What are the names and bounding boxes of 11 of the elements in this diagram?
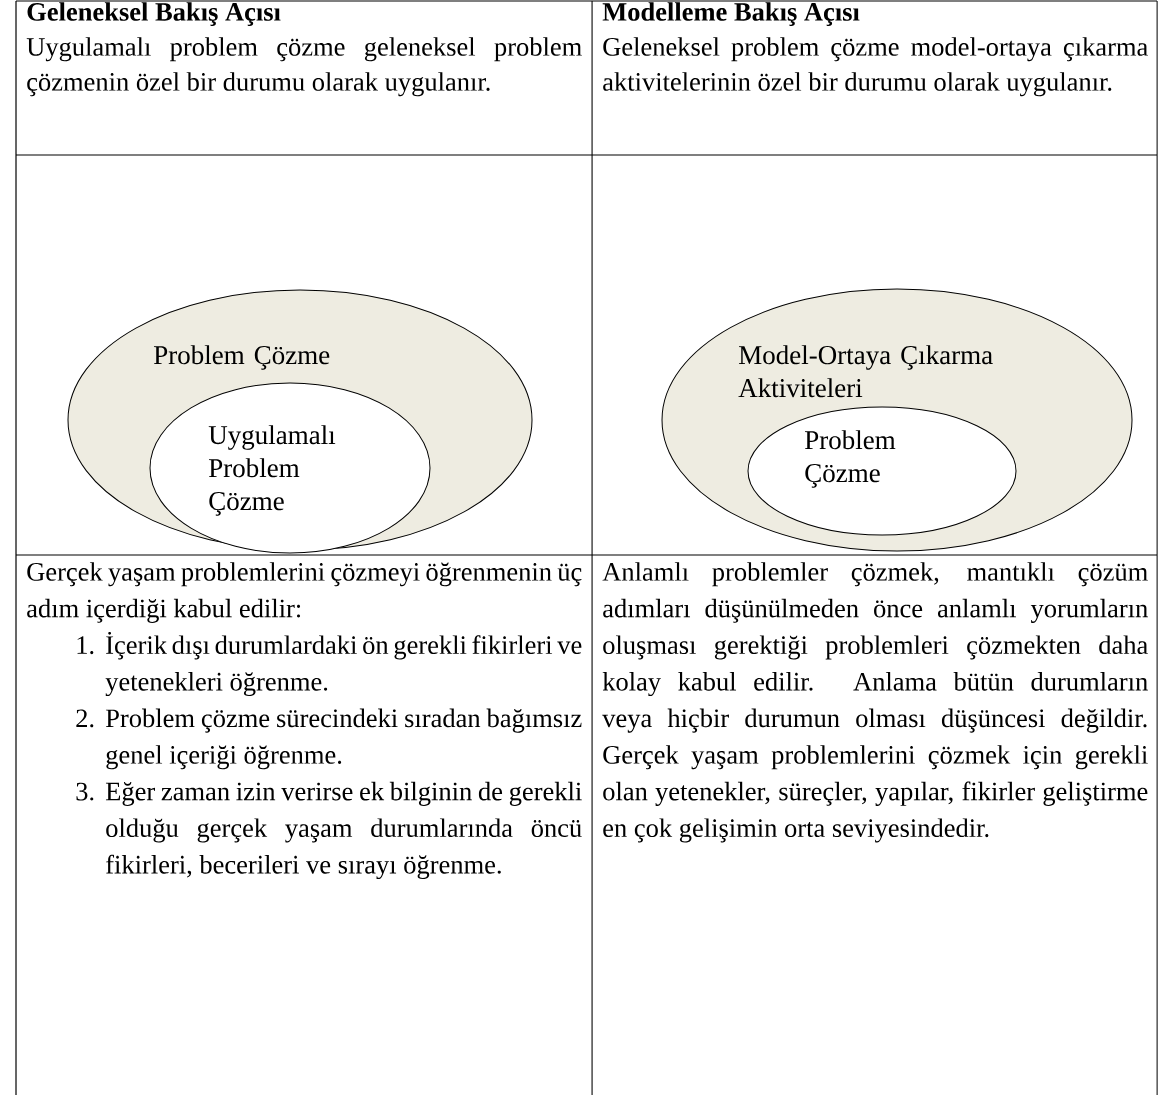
- column-heading: Geleneksel Bakış Açısı: [27, 2, 281, 27]
- list-number: 1.: [77, 636, 94, 655]
- paragraph: Anlamlı problemler çözmek, mantıklı çözüm adımları düşünülmeden önce anlamlı yorumların oluşması gerektiği problemleri çözmekten daha kolay kabul edilir. Anlama bütün durumların veya hiçbir durumun olması düşüncesi değildir. Gerçek yaşam problemlerini çözmek için gerekli olan yetenekler, süreçler, yapılar, fikirler geliştirme en çok gelişimin orta seviyesindedir.: [602, 562, 1148, 843]
- list-item: Problem çözme sürecindeki sıradan bağımsız genel içeriği öğrenme.: [105, 708, 582, 770]
- paragraph: Geleneksel problem çözme model-ortaya çıkarma aktivitelerinin özel bir durumu olarak uygulanır.: [603, 37, 1148, 97]
- list-number: 2.: [76, 709, 94, 728]
- list-number: 3.: [76, 782, 94, 801]
- list-item: Eğer zaman izin verirse ek bilginin de gerekli olduğu gerçek yaşam durumlarında öncü fikirleri, becerileri ve sırayı öğrenme.: [105, 781, 582, 880]
- paragraph: Uygulamalı problem çözme geleneksel problem çözmenin özel bir durumu olarak uygulanır.: [26, 37, 582, 97]
- column-heading: Modelleme Bakış Açısı: [602, 2, 860, 27]
- list-item: İçerik dışı durumlardaki ön gerekli fikirleri ve yetenekleri öğrenme.: [105, 631, 582, 697]
